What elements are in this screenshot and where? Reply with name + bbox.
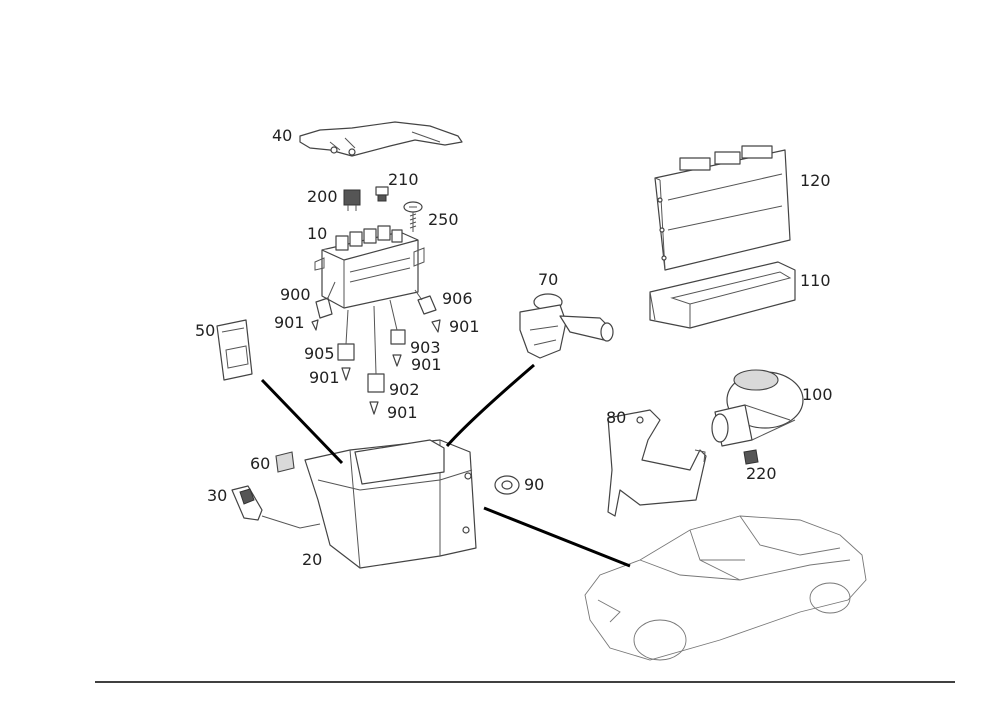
label-70: 70 — [538, 270, 558, 289]
label-110: 110 — [800, 271, 831, 290]
pin-901-d — [341, 367, 351, 381]
pin-901-b — [431, 319, 441, 333]
part-50-plate — [216, 319, 253, 381]
label-901-b: 901 — [449, 317, 480, 336]
label-905: 905 — [304, 344, 335, 363]
label-60: 60 — [250, 454, 270, 473]
connector-903 — [389, 299, 406, 345]
label-100: 100 — [802, 385, 833, 404]
part-120-control-module — [654, 145, 791, 271]
part-200-relay — [343, 189, 361, 211]
label-906: 906 — [442, 289, 473, 308]
connector-905 — [337, 309, 355, 361]
part-250-screw — [403, 201, 423, 232]
car-outline — [584, 515, 867, 661]
label-80: 80 — [606, 408, 626, 427]
label-20: 20 — [302, 550, 322, 569]
label-903: 903 — [410, 338, 441, 357]
part-70-pump — [519, 293, 614, 359]
part-20-housing — [304, 439, 477, 569]
connection-arrows — [260, 363, 631, 568]
label-902: 902 — [389, 380, 420, 399]
part-210-fuse — [375, 186, 389, 202]
part-10-fuse-relay-box — [314, 225, 425, 309]
part-100-blower — [711, 369, 804, 447]
label-40: 40 — [272, 126, 292, 145]
label-900: 900 — [280, 285, 311, 304]
connector-902 — [367, 305, 385, 393]
label-901-a: 901 — [274, 313, 305, 332]
part-220-nut — [743, 449, 759, 465]
label-220: 220 — [746, 464, 777, 483]
pin-901-c — [392, 354, 402, 367]
label-901-c: 901 — [411, 355, 442, 374]
part-80-bracket — [607, 409, 707, 517]
label-250: 250 — [428, 210, 459, 229]
label-210: 210 — [388, 170, 419, 189]
label-901-e: 901 — [387, 403, 418, 422]
connector-900 — [315, 281, 336, 319]
label-120: 120 — [800, 171, 831, 190]
label-200: 200 — [307, 187, 338, 206]
part-40-cover — [299, 121, 463, 157]
label-901-d: 901 — [309, 368, 340, 387]
part-110-tray — [649, 261, 796, 329]
part-90-grommet — [494, 475, 520, 495]
label-10: 10 — [307, 224, 327, 243]
pin-901-e — [369, 401, 379, 415]
connector-906 — [414, 289, 437, 315]
part-30-sensor — [231, 485, 321, 529]
label-50: 50 — [195, 321, 215, 340]
pin-901-a — [311, 319, 319, 331]
label-30: 30 — [207, 486, 227, 505]
part-60-cover — [275, 451, 295, 473]
label-90: 90 — [524, 475, 544, 494]
